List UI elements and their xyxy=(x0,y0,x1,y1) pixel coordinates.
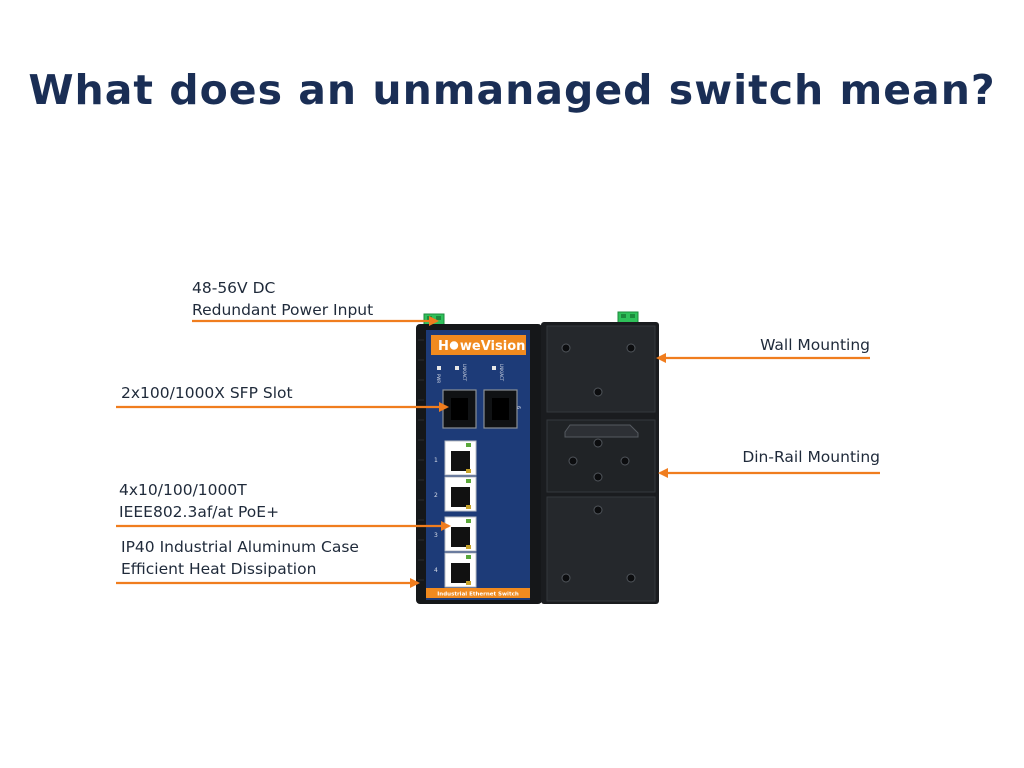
screw-icon xyxy=(626,573,636,583)
screw-icon xyxy=(620,456,630,466)
led-icon xyxy=(455,366,459,370)
callout-sfp-line1: 2x100/1000X SFP Slot xyxy=(121,384,293,402)
screw-icon xyxy=(561,343,571,353)
port-label-4: 4 xyxy=(434,567,438,574)
switch-side-view xyxy=(541,311,659,604)
callout-arrows xyxy=(116,316,880,588)
screw-icon xyxy=(561,573,571,583)
brand-dot-icon xyxy=(449,341,459,350)
callout-poe-line1: 4x10/100/1000T xyxy=(119,481,247,499)
screw-icon xyxy=(593,472,603,482)
screw-icon xyxy=(593,438,603,448)
brand-name: weVision xyxy=(460,339,526,354)
status-leds: PWR LNK/ACT LNK/ACT xyxy=(436,364,504,383)
callout-power-line1: 48-56V DC xyxy=(192,279,276,297)
led-icon xyxy=(437,366,441,370)
callout-wall-line1: Wall Mounting xyxy=(760,336,870,354)
rj45-ports: 1 2 3 4 xyxy=(434,440,477,588)
callout-poe-ports: 4x10/100/1000T IEEE802.3af/at PoE+ xyxy=(119,479,279,523)
callout-dinrail-line1: Din-Rail Mounting xyxy=(742,448,880,466)
callout-case-line1: IP40 Industrial Aluminum Case xyxy=(121,538,359,556)
callout-dinrail-mounting: Din-Rail Mounting xyxy=(742,446,880,468)
port-label-1: 1 xyxy=(434,457,438,464)
screw-icon xyxy=(593,387,603,397)
callout-power-input: 48-56V DC Redundant Power Input xyxy=(192,277,373,321)
led-label-pwr: PWR xyxy=(436,374,441,383)
brand-prefix: H xyxy=(438,339,449,354)
screw-icon xyxy=(626,343,636,353)
callout-poe-line2: IEEE802.3af/at PoE+ xyxy=(119,503,280,521)
callout-power-line2: Redundant Power Input xyxy=(192,301,374,319)
led-icon xyxy=(492,366,496,370)
screw-icon xyxy=(568,456,578,466)
slide-title: What does an unmanaged switch mean? xyxy=(28,66,996,114)
led-label-lnk-2: LNK/ACT xyxy=(499,364,504,382)
switch-footer-strip: Industrial Ethernet Switch xyxy=(426,588,530,598)
screw-icon xyxy=(593,505,603,515)
sfp-port-label: 6 xyxy=(515,406,521,409)
port-label-2: 2 xyxy=(434,492,438,499)
power-terminal-block xyxy=(617,311,639,325)
callout-case-line2: Efficient Heat Dissipation xyxy=(121,560,317,578)
callout-sfp-slot: 2x100/1000X SFP Slot xyxy=(121,382,293,404)
led-label-lnk-1: LNK/ACT xyxy=(462,364,467,382)
switch-footer-label: Industrial Ethernet Switch xyxy=(437,592,519,598)
callout-case: IP40 Industrial Aluminum Case Efficient … xyxy=(121,536,359,580)
port-label-3: 3 xyxy=(434,532,438,539)
callout-wall-mounting: Wall Mounting xyxy=(760,334,870,356)
